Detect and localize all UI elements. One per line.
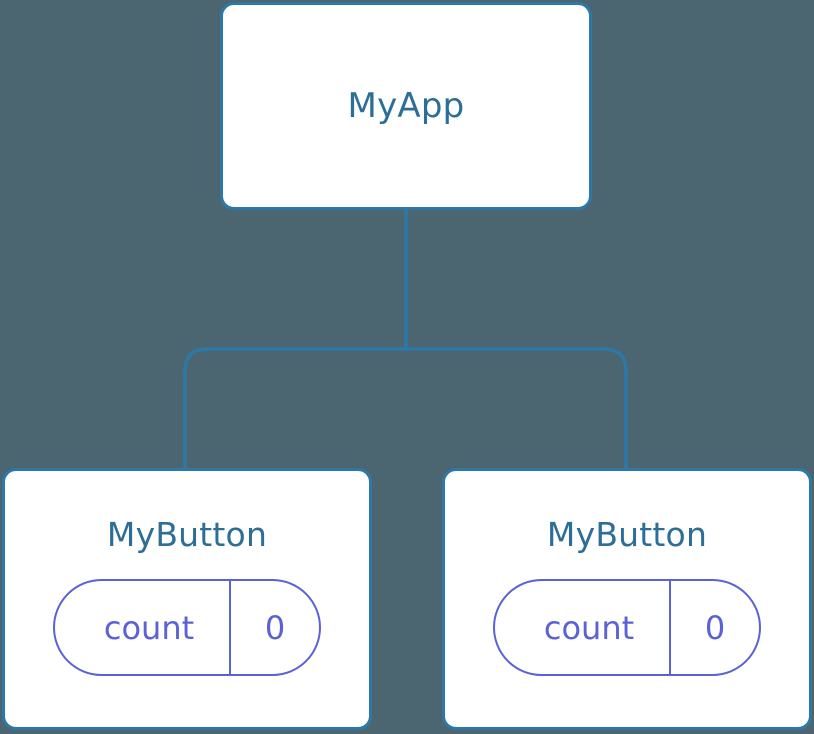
connector-branch-right bbox=[406, 347, 628, 470]
state-value: 0 bbox=[669, 581, 759, 674]
component-node-label: MyButton bbox=[106, 515, 268, 554]
state-key: count bbox=[103, 608, 195, 647]
state-pill[interactable]: count 0 bbox=[493, 579, 761, 676]
component-node-mybutton-0[interactable]: MyButton count 0 bbox=[2, 468, 372, 730]
connector-branch-left bbox=[183, 347, 406, 470]
component-node-label: MyApp bbox=[347, 86, 465, 126]
state-key: count bbox=[543, 608, 635, 647]
component-node-label: MyButton bbox=[546, 515, 708, 554]
state-value: 0 bbox=[229, 581, 319, 674]
component-node-mybutton-1[interactable]: MyButton count 0 bbox=[442, 468, 812, 730]
state-pill[interactable]: count 0 bbox=[53, 579, 321, 676]
component-node-myapp[interactable]: MyApp bbox=[220, 2, 592, 210]
